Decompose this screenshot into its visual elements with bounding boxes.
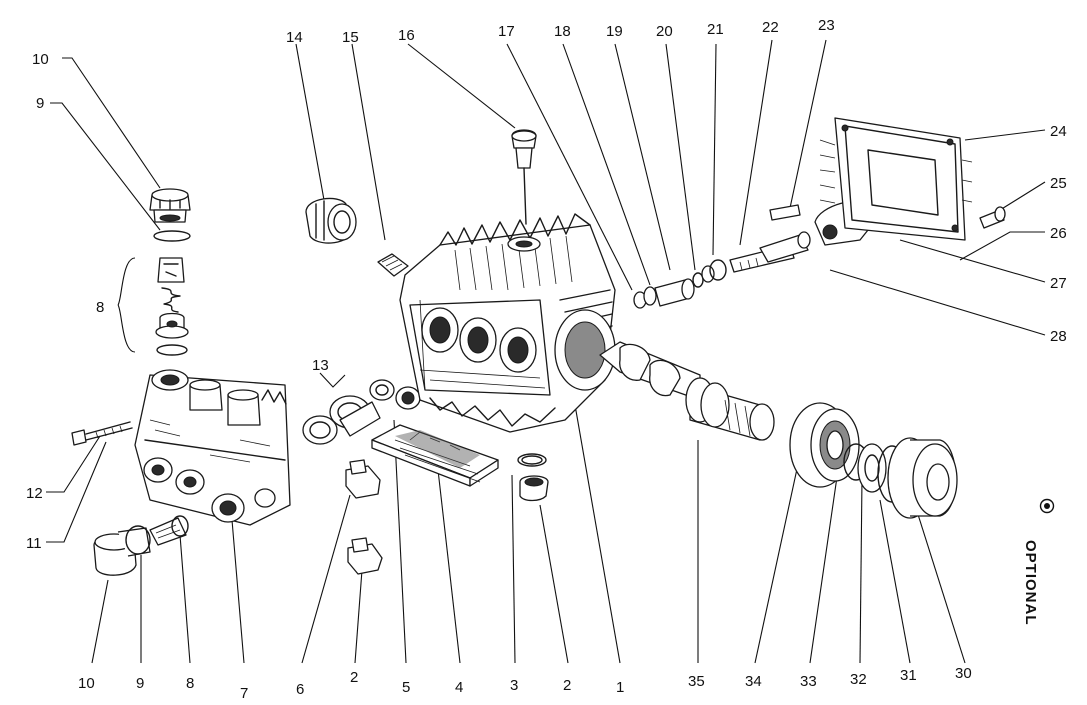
callout-15: 15 (342, 29, 359, 46)
part-30-cover (887, 437, 958, 519)
callout-34: 34 (745, 673, 762, 690)
callout-17: 17 (498, 23, 515, 40)
callout-27: 27 (1050, 275, 1067, 292)
callout-10-top: 10 (32, 51, 49, 68)
part-24-rear-cover (819, 117, 973, 241)
callout-9-bottom: 9 (136, 675, 144, 692)
callout-6: 6 (296, 681, 304, 698)
callout-3: 3 (510, 677, 518, 694)
callout-35: 35 (688, 673, 705, 690)
callout-10-bottom: 10 (78, 675, 95, 692)
part-32-seal (857, 443, 887, 493)
callout-14: 14 (286, 29, 303, 46)
callout-16: 16 (398, 27, 415, 44)
callout-21: 21 (707, 21, 724, 38)
part-6-plug (345, 459, 381, 499)
callout-11: 11 (26, 535, 42, 552)
callout-26: 26 (1050, 225, 1067, 242)
callout-19: 19 (606, 23, 623, 40)
callout-20: 20 (656, 23, 673, 40)
part-16-dipstick (511, 129, 537, 225)
leader-lines (46, 39, 1046, 664)
part-7-manifold (134, 369, 291, 526)
callout-2-left: 2 (350, 669, 358, 686)
part-3-oring (517, 453, 547, 467)
callout-25: 25 (1050, 175, 1067, 192)
part-1-crankcase (399, 213, 616, 433)
callout-28: 28 (1050, 328, 1067, 345)
callout-8-top: 8 (96, 299, 104, 316)
callout-22: 22 (762, 19, 779, 36)
callout-1: 1 (616, 679, 624, 696)
callout-23: 23 (818, 17, 835, 34)
callout-31: 31 (900, 667, 917, 684)
part-11-12-bolt (71, 421, 133, 446)
callout-12: 12 (26, 485, 43, 502)
part-25-screw (979, 206, 1006, 229)
callout-8-bottom: 8 (186, 675, 194, 692)
callout-4: 4 (455, 679, 463, 696)
part-15-bearing (377, 253, 409, 277)
callout-2-center: 2 (563, 677, 571, 694)
part-2-plug-left (347, 537, 383, 575)
part-8-valve-assembly (155, 257, 189, 356)
callout-30: 30 (955, 665, 972, 682)
optional-text: OPTIONAL (1022, 540, 1039, 626)
callout-5: 5 (402, 679, 410, 696)
callout-9-top: 9 (36, 95, 44, 112)
part-23-pin (769, 204, 801, 221)
callout-33: 33 (800, 673, 817, 690)
part-10-cap-top (149, 188, 191, 223)
callout-32: 32 (850, 671, 867, 688)
part-10-plug-bottom (93, 525, 151, 576)
part-28-rod (729, 231, 811, 273)
part-13-seals (302, 379, 421, 445)
part-9-oring-top (153, 230, 191, 242)
part-14-cap (305, 197, 357, 244)
part-35-crankshaft (599, 341, 775, 441)
part-8-valve-bottom (149, 515, 189, 546)
part-4-cover (371, 424, 499, 487)
part-2-plug-center (519, 475, 549, 502)
part-34-bearing (789, 402, 860, 488)
part-17-22-small-parts (633, 259, 727, 309)
callout-18: 18 (554, 23, 571, 40)
optional-legend: OPTIONAL (1022, 540, 1062, 640)
callout-13: 13 (312, 357, 329, 374)
callout-24: 24 (1050, 123, 1067, 140)
callout-7: 7 (240, 685, 248, 702)
callout-labels: 10 9 8 12 11 10 9 8 7 6 2 5 4 3 2 1 35 3… (26, 17, 1067, 702)
optional-marker-icon (1039, 498, 1055, 514)
